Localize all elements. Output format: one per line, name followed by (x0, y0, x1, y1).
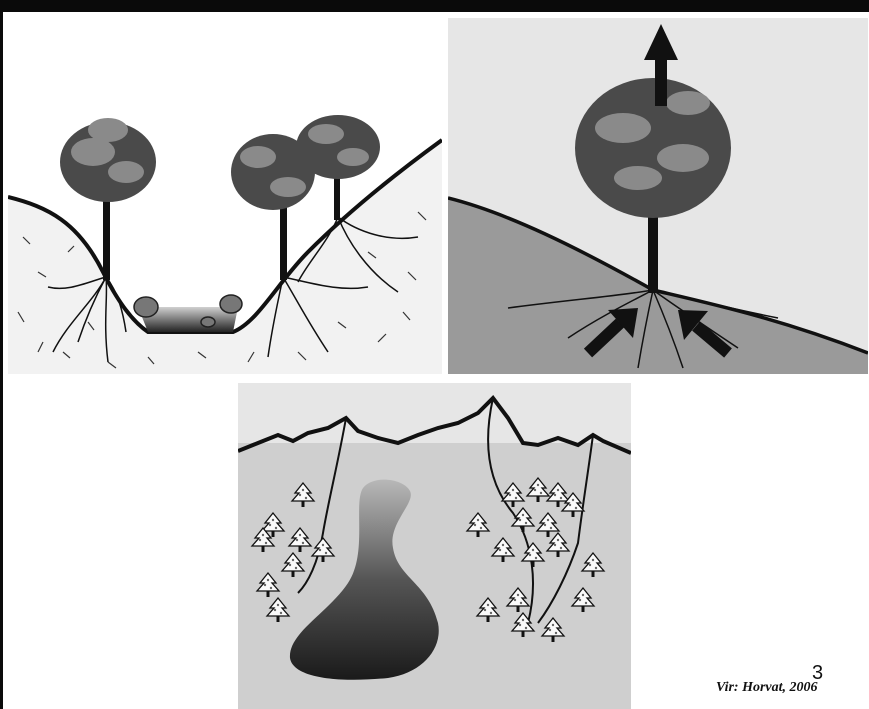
rock (201, 317, 215, 327)
mountain-illustration (238, 383, 631, 709)
rock (220, 295, 242, 313)
left-border (0, 0, 3, 709)
source-credit: Vir: Horvat, 2006 (716, 680, 818, 696)
top-border (0, 0, 869, 12)
slope-illustration (448, 18, 868, 374)
slope-panel (448, 18, 868, 374)
mountain-panel (238, 383, 631, 709)
rock (134, 297, 158, 317)
tree-crown (575, 78, 731, 218)
valley-panel (8, 22, 442, 374)
valley-illustration (8, 22, 442, 374)
